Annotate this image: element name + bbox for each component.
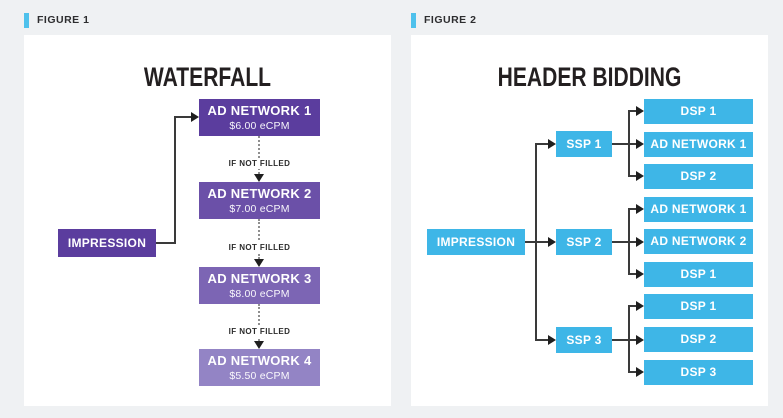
connector-line xyxy=(628,175,636,177)
arrow-right-icon xyxy=(636,335,644,345)
figure1-title: WATERFALL xyxy=(143,62,272,92)
fig1-ad-network-2-label: AD NETWORK 2 xyxy=(207,186,312,202)
connector-line xyxy=(628,305,630,373)
connector-line xyxy=(612,241,636,243)
fig2-ssp1-target-1-box: DSP 1 xyxy=(644,99,753,124)
fig2-ssp-3-box: SSP 3 xyxy=(556,327,612,353)
fig2-ssp1-target-1-label: DSP 1 xyxy=(680,104,717,118)
fig2-ssp2-target-1-box: AD NETWORK 1 xyxy=(644,197,753,222)
fig1-impression-label: IMPRESSION xyxy=(67,235,147,250)
fig1-ad-network-3-label: AD NETWORK 3 xyxy=(207,271,312,287)
figure2-caption: FIGURE 2 xyxy=(411,12,476,28)
arrow-right-icon xyxy=(636,301,644,311)
fig2-ssp2-target-3-box: DSP 1 xyxy=(644,262,753,287)
fig1-ad-network-1-box: AD NETWORK 1 $6.00 eCPM xyxy=(199,99,320,136)
dotted-connector xyxy=(258,136,260,174)
fig1-ad-network-3-box: AD NETWORK 3 $8.00 eCPM xyxy=(199,267,320,304)
arrow-down-icon xyxy=(254,341,264,349)
fig1-ad-network-4-ecpm: $5.50 eCPM xyxy=(229,369,290,382)
connector-line xyxy=(628,110,636,112)
figure2-caption-bar-icon xyxy=(411,12,416,28)
connector-line xyxy=(535,143,548,145)
figure1-caption: FIGURE 1 xyxy=(24,12,89,28)
fig2-ssp2-target-2-label: AD NETWORK 2 xyxy=(650,234,747,248)
arrow-down-icon xyxy=(254,259,264,267)
connector-line xyxy=(174,117,176,244)
figure2-panel: HEADER BIDDING IMPRESSION SSP 1 SSP 2 SS… xyxy=(411,35,768,406)
figure1-caption-bar-icon xyxy=(24,12,29,28)
fig2-ssp3-target-3-box: DSP 3 xyxy=(644,360,753,385)
arrow-right-icon xyxy=(191,112,199,122)
figure2-title: HEADER BIDDING xyxy=(497,62,682,92)
arrow-right-icon xyxy=(636,204,644,214)
connector-line xyxy=(174,116,192,118)
arrow-right-icon xyxy=(636,139,644,149)
fig2-ssp-2-box: SSP 2 xyxy=(556,229,612,255)
fig2-ssp-1-label: SSP 1 xyxy=(566,136,602,151)
connector-line xyxy=(612,339,636,341)
fig1-ad-network-2-box: AD NETWORK 2 $7.00 eCPM xyxy=(199,182,320,219)
arrow-right-icon xyxy=(636,269,644,279)
fig2-ssp2-target-3-label: DSP 1 xyxy=(680,267,717,281)
fig1-ad-network-2-ecpm: $7.00 eCPM xyxy=(229,202,290,215)
connector-line xyxy=(535,339,548,341)
connector-line xyxy=(628,371,636,373)
arrow-right-icon xyxy=(636,171,644,181)
connector-line xyxy=(628,208,636,210)
fig2-impression-label: IMPRESSION xyxy=(436,234,516,249)
fig2-ssp1-target-3-label: DSP 2 xyxy=(680,169,717,183)
connector-line xyxy=(628,208,630,275)
if-not-filled-label: IF NOT FILLED xyxy=(199,237,320,255)
dotted-connector xyxy=(258,304,260,341)
fig1-ad-network-4-label: AD NETWORK 4 xyxy=(207,353,312,369)
fig2-ssp2-target-2-box: AD NETWORK 2 xyxy=(644,229,753,254)
fig2-ssp-1-box: SSP 1 xyxy=(556,131,612,157)
fig2-ssp1-target-2-label: AD NETWORK 1 xyxy=(650,137,747,151)
arrow-right-icon xyxy=(636,237,644,247)
connector-line xyxy=(535,143,537,341)
fig2-ssp3-target-1-label: DSP 1 xyxy=(680,299,717,313)
arrow-right-icon xyxy=(548,139,556,149)
arrow-right-icon xyxy=(548,335,556,345)
arrow-right-icon xyxy=(548,237,556,247)
fig2-ssp1-target-2-box: AD NETWORK 1 xyxy=(644,132,753,157)
fig1-ad-network-3-ecpm: $8.00 eCPM xyxy=(229,287,290,300)
fig1-impression-box: IMPRESSION xyxy=(58,229,156,257)
fig2-ssp3-target-2-label: DSP 2 xyxy=(680,332,717,346)
fig2-ssp-3-label: SSP 3 xyxy=(566,332,602,347)
arrow-right-icon xyxy=(636,367,644,377)
fig2-ssp3-target-1-box: DSP 1 xyxy=(644,294,753,319)
fig2-impression-box: IMPRESSION xyxy=(427,229,525,255)
fig1-ad-network-1-ecpm: $6.00 eCPM xyxy=(229,119,290,132)
connector-line xyxy=(628,110,630,177)
figure2-caption-text: FIGURE 2 xyxy=(424,14,477,26)
fig1-ad-network-1-label: AD NETWORK 1 xyxy=(207,103,312,119)
connector-line xyxy=(628,273,636,275)
connector-line xyxy=(156,242,176,244)
figure1-caption-text: FIGURE 1 xyxy=(37,14,90,26)
arrow-down-icon xyxy=(254,174,264,182)
fig2-ssp1-target-3-box: DSP 2 xyxy=(644,164,753,189)
fig2-ssp-2-label: SSP 2 xyxy=(566,234,602,249)
connector-line xyxy=(612,143,636,145)
fig1-ad-network-4-box: AD NETWORK 4 $5.50 eCPM xyxy=(199,349,320,386)
if-not-filled-label: IF NOT FILLED xyxy=(199,321,320,339)
fig2-ssp3-target-2-box: DSP 2 xyxy=(644,327,753,352)
fig2-ssp2-target-1-label: AD NETWORK 1 xyxy=(650,202,747,216)
arrow-right-icon xyxy=(636,106,644,116)
dotted-connector xyxy=(258,219,260,259)
if-not-filled-label: IF NOT FILLED xyxy=(199,153,320,171)
fig2-ssp3-target-3-label: DSP 3 xyxy=(680,365,717,379)
connector-line xyxy=(628,305,636,307)
figure1-panel: WATERFALL IMPRESSION AD NETWORK 1 $6.00 … xyxy=(24,35,391,406)
